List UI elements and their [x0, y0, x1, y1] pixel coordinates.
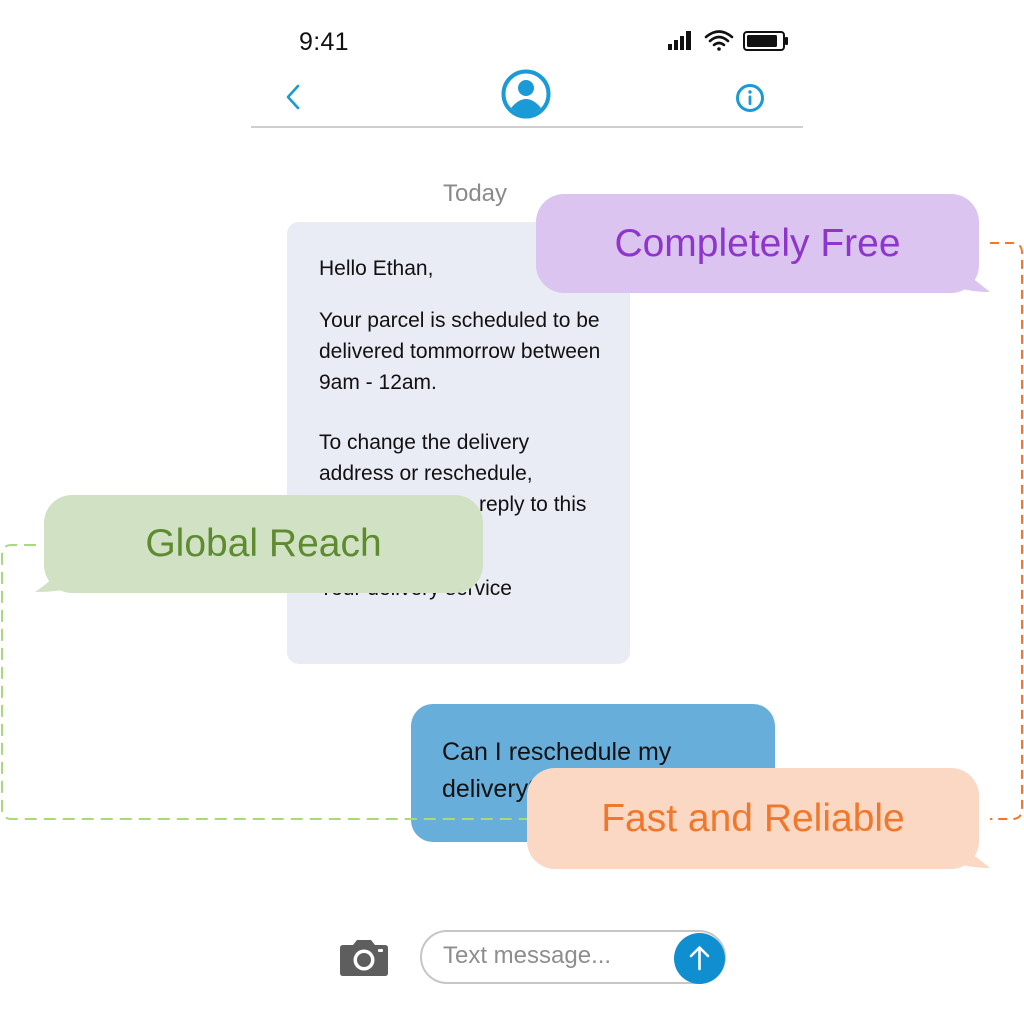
- message-greeting: Hello Ethan,: [319, 257, 434, 280]
- nav-divider: [251, 126, 803, 128]
- contact-avatar[interactable]: [500, 68, 552, 120]
- message-input[interactable]: [420, 930, 726, 984]
- send-button[interactable]: [674, 933, 725, 984]
- callout-global-reach: Global Reach: [44, 495, 483, 593]
- message-body-change: To change the delivery address or resche…: [319, 431, 533, 485]
- status-icons: [668, 30, 788, 51]
- message-body-reply: reply to this: [479, 493, 587, 516]
- day-label: Today: [442, 180, 508, 207]
- arrow-up-icon: [689, 946, 710, 971]
- chevron-left-icon: [286, 84, 300, 110]
- camera-icon: [340, 940, 388, 976]
- callout-fast-reliable: Fast and Reliable: [527, 768, 979, 869]
- battery-icon: [743, 31, 788, 51]
- callout-completely-free: Completely Free: [536, 194, 979, 293]
- dashed-connector-orange: [990, 242, 1023, 820]
- camera-button[interactable]: [336, 938, 392, 978]
- message-body-schedule: Your parcel is scheduled to be delivered…: [319, 309, 601, 394]
- back-button[interactable]: [282, 82, 306, 112]
- signal-icon: [668, 31, 691, 50]
- info-button[interactable]: [734, 82, 766, 114]
- wifi-icon: [704, 30, 734, 51]
- status-time: 9:41: [299, 28, 349, 56]
- info-icon: [736, 84, 764, 112]
- message-input-placeholder: Text message...: [443, 942, 612, 969]
- user-avatar-icon: [501, 69, 551, 119]
